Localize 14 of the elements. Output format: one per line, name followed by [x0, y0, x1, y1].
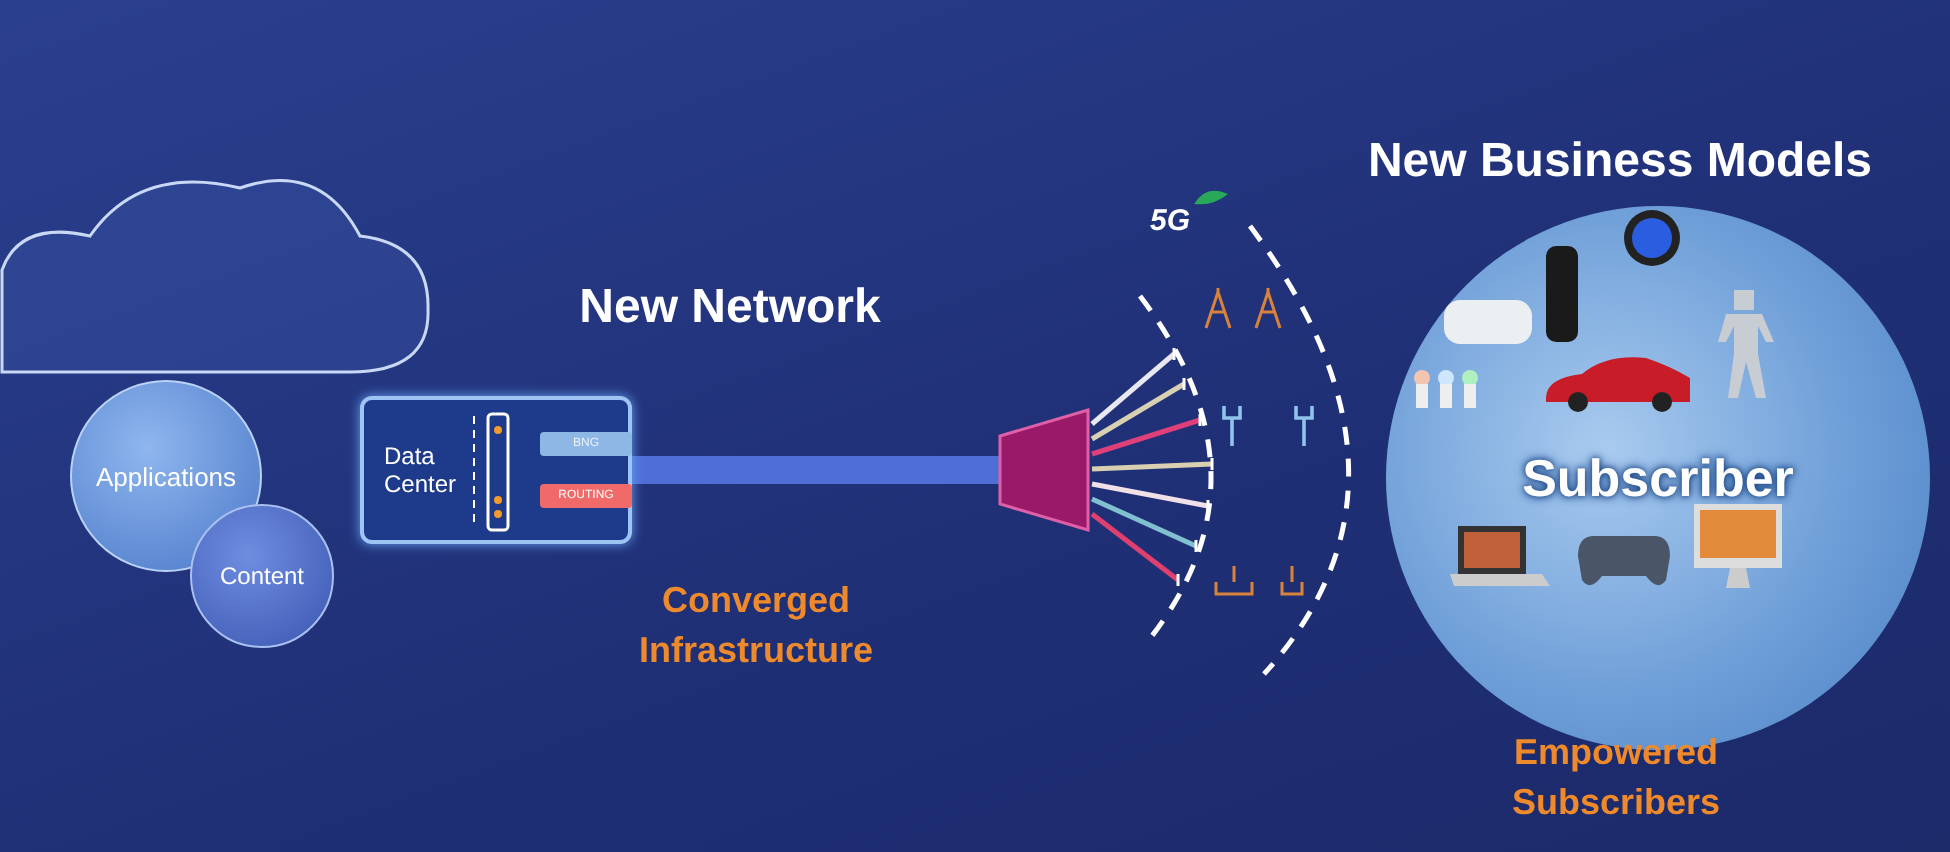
caption: Converged Infrastructure [636, 578, 876, 675]
heading: New Business Models [1365, 132, 1875, 192]
caption: Empowered Subscribers [1509, 730, 1723, 827]
node-label: Content [219, 562, 305, 590]
node-label: Data Center [384, 442, 459, 498]
network-label: 5G [1147, 202, 1192, 242]
funnel-trapezoid [996, 408, 1092, 532]
node-label: Applications [95, 461, 237, 491]
heading: New Network [577, 278, 883, 338]
cable-line [632, 456, 1000, 484]
bng-bar [540, 432, 632, 456]
routing-bar [540, 484, 632, 508]
data-center-box [360, 396, 632, 544]
node-label: Subscriber [1522, 447, 1794, 509]
